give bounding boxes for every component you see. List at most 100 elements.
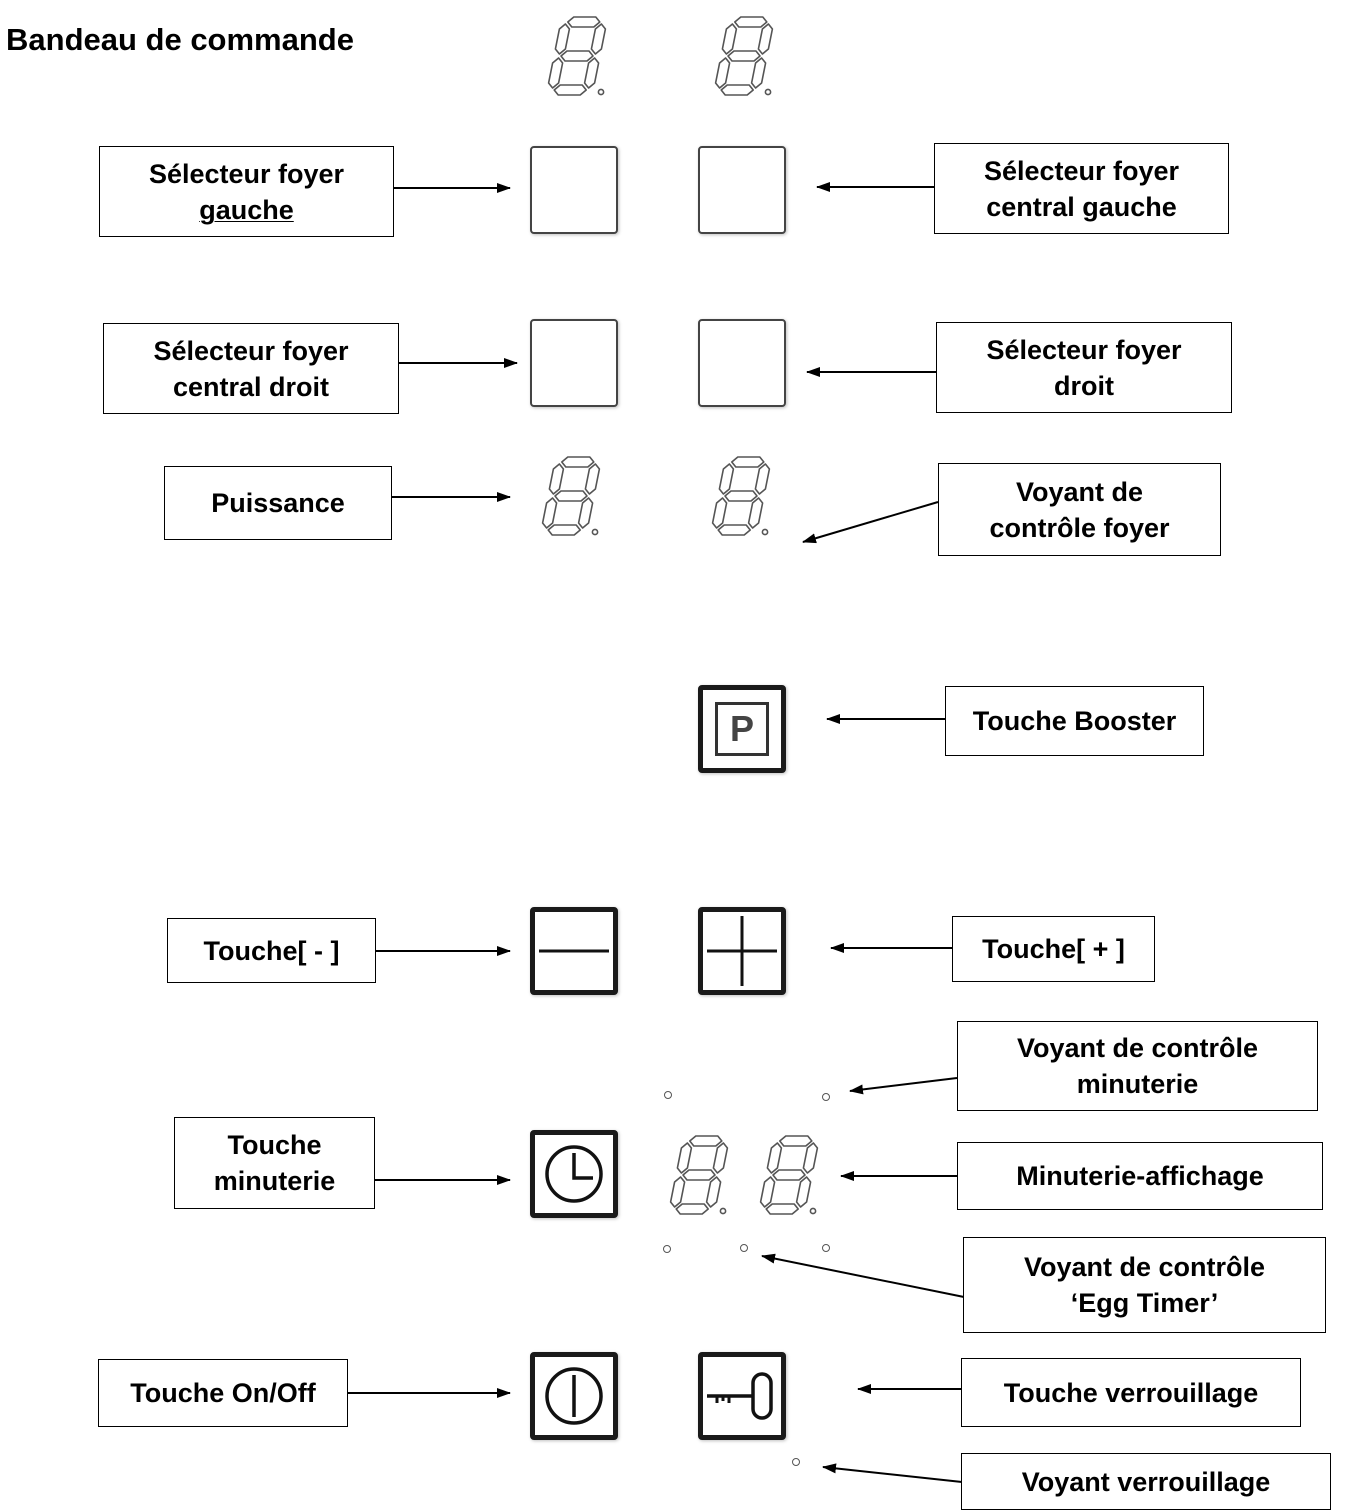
digit-segment [721,23,738,55]
digit-segment [682,1169,716,1181]
callout-line: Minuterie-affichage [1016,1161,1264,1191]
digit-segment [675,1203,710,1215]
callout-puissance: Puissance [164,466,392,540]
digit-segment [577,497,594,529]
digit-decimal-point [761,528,769,536]
digit-segment [718,463,735,495]
digit-segment [772,1169,806,1181]
callout-line: Touche[ - ] [203,935,340,966]
timer-indicator-led [822,1093,830,1101]
timer-indicator-led [664,1091,672,1099]
digit-segment [584,463,601,495]
booster-symbol: P [729,708,754,749]
digit-segment [547,524,582,536]
verrouillage-key[interactable] [698,1352,786,1440]
digit-segment [766,1142,783,1174]
digit-segment [590,23,607,55]
callout-line: Sélecteur foyer [986,334,1182,365]
clock-icon [545,1145,603,1203]
key-lock-icon [707,1372,773,1420]
callout-voyant-controle-minuterie: Voyant de contrôle minuterie [957,1021,1318,1111]
lock-indicator-led [792,1458,800,1466]
callout-line: Sélecteur foyer [983,155,1180,186]
minus-icon [539,949,609,953]
callout-line: Touche Booster [972,706,1177,736]
on-off-key[interactable] [530,1352,618,1440]
digit-decimal-point [597,88,605,96]
seven-segment-digit [541,456,601,536]
callout-touche-verrouillage: Touche verrouillage [961,1358,1301,1427]
callout-line: minuterie [1076,1069,1199,1099]
egg-timer-indicator-led [740,1244,748,1252]
callout-minuterie-affichage: Minuterie-affichage [957,1142,1323,1210]
callout-voyant-controle-foyer: Voyant de contrôle foyer [938,463,1221,556]
minus-key[interactable] [530,907,618,995]
digit-segment [560,456,595,468]
seven-segment-digit [711,456,771,536]
digit-segment [554,23,571,55]
digit-segment [778,1135,813,1147]
digit-segment [548,463,565,495]
digit-segment [754,463,771,495]
selecteur-foyer-central-gauche-key[interactable] [698,146,786,234]
digit-segment [750,57,767,89]
callout-line: minuterie [213,1166,336,1196]
digit-segment [711,497,728,529]
digit-segment [712,1142,729,1174]
callout-line: contrôle foyer [989,512,1170,543]
digit-segment [757,23,774,55]
zone-display-left [545,16,609,96]
zone-display-right [712,16,776,96]
callout-line: ‘Egg Timer’ [1070,1288,1219,1318]
callout-line: gauche [199,194,294,225]
minuterie-key[interactable] [530,1130,618,1218]
digit-segment [676,1142,693,1174]
booster-inner-frame: P [715,702,769,756]
booster-key[interactable]: P [698,685,786,773]
callout-line: Voyant verrouillage [1021,1466,1271,1497]
plus-key[interactable] [698,907,786,995]
digit-segment [802,1142,819,1174]
seven-segment-digit [714,16,774,96]
callout-touche-plus: Touche[ + ] [952,916,1155,982]
timer-display-left [667,1135,731,1215]
callout-line: droit [1054,370,1114,401]
callout-line: Touche[ + ] [982,934,1125,964]
callout-voyant-verrouillage: Voyant verrouillage [961,1453,1331,1510]
digit-segment [669,1176,686,1208]
digit-segment [795,1176,812,1208]
callout-line: Voyant de contrôle [1016,1033,1259,1063]
plus-icon [707,916,777,986]
callout-line: central gauche [986,191,1177,222]
digit-segment [747,497,764,529]
callout-line: Touche verrouillage [1003,1377,1259,1408]
callout-selecteur-foyer-central-droit: Sélecteur foyer central droit [103,323,399,414]
selecteur-foyer-droit-key[interactable] [698,319,786,407]
callout-touche-moins: Touche[ - ] [167,918,376,983]
digit-segment [553,84,588,96]
selecteur-foyer-central-droit-key[interactable] [530,319,618,407]
callout-voyant-egg-timer: Voyant de contrôle ‘Egg Timer’ [963,1237,1326,1333]
digit-segment [717,524,752,536]
selecteur-foyer-gauche-key[interactable] [530,146,618,234]
digit-segment [759,1176,776,1208]
callout-line: Voyant de [1015,476,1144,507]
callout-line: Touche [227,1130,322,1160]
digit-segment [733,16,768,28]
callout-touche-minuterie: Touche minuterie [174,1117,375,1209]
callout-line: Touche On/Off [130,1378,316,1408]
digit-segment [765,1203,800,1215]
digit-segment [541,497,558,529]
digit-decimal-point [591,528,599,536]
callout-line: Puissance [211,488,345,518]
callout-line: central droit [172,371,330,402]
page-title: Bandeau de commande [6,22,354,57]
digit-segment [727,50,761,62]
digit-segment [688,1135,723,1147]
digit-segment [714,57,731,89]
timer-display-right [757,1135,821,1215]
digit-decimal-point [719,1207,727,1215]
egg-timer-indicator-led [822,1244,830,1252]
callout-line: Sélecteur foyer [148,158,345,189]
